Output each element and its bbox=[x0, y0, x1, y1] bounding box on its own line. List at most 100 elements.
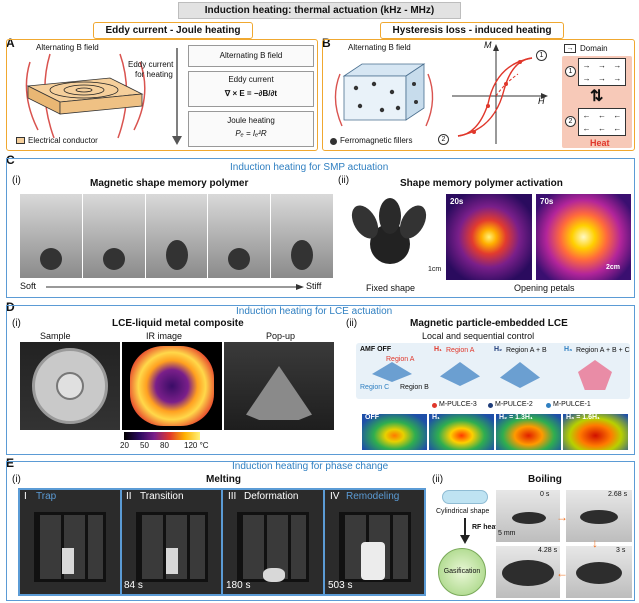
eddy-current-diagram bbox=[25, 53, 146, 139]
domain-grid-bottom: ←←←←←← bbox=[578, 108, 626, 136]
panel-d-sub-i: (i) bbox=[12, 318, 21, 329]
panel-d-title-i: LCE-liquid metal composite bbox=[112, 318, 244, 329]
boil-time-3: 4.28 s bbox=[538, 547, 558, 554]
boil-arrow-left: ← bbox=[556, 566, 568, 580]
boil-photo-1 bbox=[496, 490, 560, 542]
smp-frame-1 bbox=[20, 194, 82, 278]
scale-2cm: 2cm bbox=[606, 264, 621, 271]
rf-heating-label: RF heating bbox=[472, 524, 509, 531]
time-20s: 20s bbox=[450, 197, 464, 206]
ir-label-h1: H₁ bbox=[432, 414, 440, 421]
soft-label: Soft bbox=[20, 281, 37, 291]
popup-label: Pop-up bbox=[266, 331, 296, 341]
panel-a-heading: Eddy current - Joule heating bbox=[105, 25, 241, 36]
panel-a-box-3-title: Joule heating bbox=[227, 116, 275, 125]
colorbar-tick-3: 80 bbox=[160, 441, 169, 450]
domain-grid-top: →→→→→→ bbox=[578, 58, 626, 86]
stiff-label: Stiff bbox=[306, 281, 322, 291]
h1-region-label: Region A bbox=[446, 347, 475, 354]
smp-frame-2 bbox=[82, 194, 145, 278]
legend-dot-1 bbox=[546, 403, 551, 408]
smp-frame-4 bbox=[208, 194, 271, 278]
melting-frame-2 bbox=[121, 490, 221, 594]
legend-dot-2 bbox=[488, 403, 493, 408]
region-b-label: Region B bbox=[400, 384, 429, 391]
filler-dot bbox=[330, 138, 337, 145]
colorbar-tick-1: 20 bbox=[120, 441, 129, 450]
panel-a-eddy-label-2: for heating bbox=[135, 70, 173, 79]
panel-e-sub-ii: (ii) bbox=[432, 474, 444, 485]
panel-a-conductor-label: Electrical conductor bbox=[28, 136, 98, 145]
panel-e-frame bbox=[6, 461, 635, 601]
frame-2-label: Transition bbox=[140, 491, 184, 502]
figure-header: Induction heating: thermal actuation (kH… bbox=[178, 2, 461, 19]
frame-2-time: 84 s bbox=[124, 580, 143, 591]
region-c-label: Region C bbox=[360, 384, 390, 391]
panel-c-sub-i: (i) bbox=[12, 175, 21, 186]
ir-image-label: IR image bbox=[146, 331, 183, 341]
boil-photo-3 bbox=[496, 546, 560, 598]
h2-label: H₂ bbox=[494, 346, 503, 353]
panel-d-letter: D bbox=[6, 300, 15, 314]
lce-popup-photo bbox=[224, 342, 334, 430]
boil-photo-4 bbox=[566, 546, 632, 598]
colorbar bbox=[124, 432, 200, 440]
panel-d-sub-ii: (ii) bbox=[346, 318, 358, 329]
ir-label-h3: H₃ = 1.6H₁ bbox=[566, 414, 600, 421]
smp-frame-3 bbox=[145, 194, 208, 278]
panel-a-box-2-title: Eddy current bbox=[228, 75, 274, 84]
frame-2-num: II bbox=[126, 491, 132, 502]
panel-a-box-2: Eddy current ∇ × E = −∂B/∂t bbox=[188, 71, 314, 107]
boil-time-2: 2.68 s bbox=[608, 491, 628, 498]
panel-b-heading: Hysteresis loss - induced heating bbox=[392, 25, 552, 36]
hysteresis-loop bbox=[452, 44, 548, 144]
amf-off-label: AMF OFF bbox=[360, 346, 392, 353]
lce-ir-photo bbox=[122, 342, 222, 430]
panel-a-b-field-label: Alternating B field bbox=[36, 43, 99, 52]
domain-legend-box: → bbox=[564, 44, 576, 53]
panel-a-box-1-text: Alternating B field bbox=[219, 51, 283, 60]
boil-arrow-right: → bbox=[556, 510, 568, 524]
flow-arrow bbox=[172, 48, 182, 145]
panel-c-sub-ii: (ii) bbox=[338, 175, 350, 186]
thermal-20s bbox=[446, 194, 532, 280]
panel-e-letter: E bbox=[6, 456, 15, 470]
smp-photo-strip bbox=[20, 194, 333, 278]
heat-point-2: 2 bbox=[565, 116, 576, 127]
panel-b-fillers-label: Ferromagnetic fillers bbox=[340, 136, 413, 145]
melting-strip bbox=[18, 488, 426, 596]
h3-label: H₃ bbox=[564, 346, 573, 353]
frame-4-num: IV bbox=[330, 491, 340, 502]
panel-c-letter: C bbox=[6, 153, 15, 167]
panel-a-heading-box: Eddy current - Joule heating bbox=[93, 22, 253, 39]
panel-e-title-i: Melting bbox=[206, 474, 241, 485]
domain-label: Domain bbox=[580, 44, 608, 53]
panel-d-heading: Induction heating for LCE actuation bbox=[236, 306, 393, 317]
melting-frame-3 bbox=[223, 490, 323, 594]
point-2: 2 bbox=[438, 134, 449, 145]
lce-sample-photo bbox=[20, 342, 120, 430]
melting-frame-1 bbox=[20, 490, 120, 594]
panel-a-letter: A bbox=[6, 36, 15, 50]
colorbar-tick-2: 50 bbox=[140, 441, 149, 450]
panel-e-sub-i: (i) bbox=[12, 474, 21, 485]
ir-label-off: OFF bbox=[365, 414, 379, 421]
thermal-70s bbox=[536, 194, 631, 280]
frame-4-time: 503 s bbox=[328, 580, 353, 591]
panel-c-title-i: Magnetic shape memory polymer bbox=[90, 178, 249, 189]
panel-c-frame bbox=[6, 158, 635, 298]
axis-h-label: H bbox=[538, 96, 545, 106]
panel-a-box-3-eq: Pₑ = Iₑ²R bbox=[235, 129, 267, 138]
panel-d-title-ii: Magnetic particle-embedded LCE bbox=[410, 318, 568, 329]
legend-label-1: M-PULCE-1 bbox=[553, 401, 591, 408]
panel-b-frame bbox=[322, 39, 635, 151]
boil-arrow-down: ↓ bbox=[592, 536, 598, 550]
sample-label: Sample bbox=[40, 331, 71, 341]
panel-a-box-2-eq: ∇ × E = −∂B/∂t bbox=[224, 89, 278, 98]
boil-time-1: 0 s bbox=[540, 491, 550, 498]
conductor-swatch bbox=[16, 137, 25, 144]
hysteresis-cube bbox=[334, 63, 434, 127]
melting-frame-4 bbox=[324, 490, 424, 594]
legend-label-3: M-PULCE-3 bbox=[439, 401, 477, 408]
cylinder-shape bbox=[442, 490, 488, 504]
